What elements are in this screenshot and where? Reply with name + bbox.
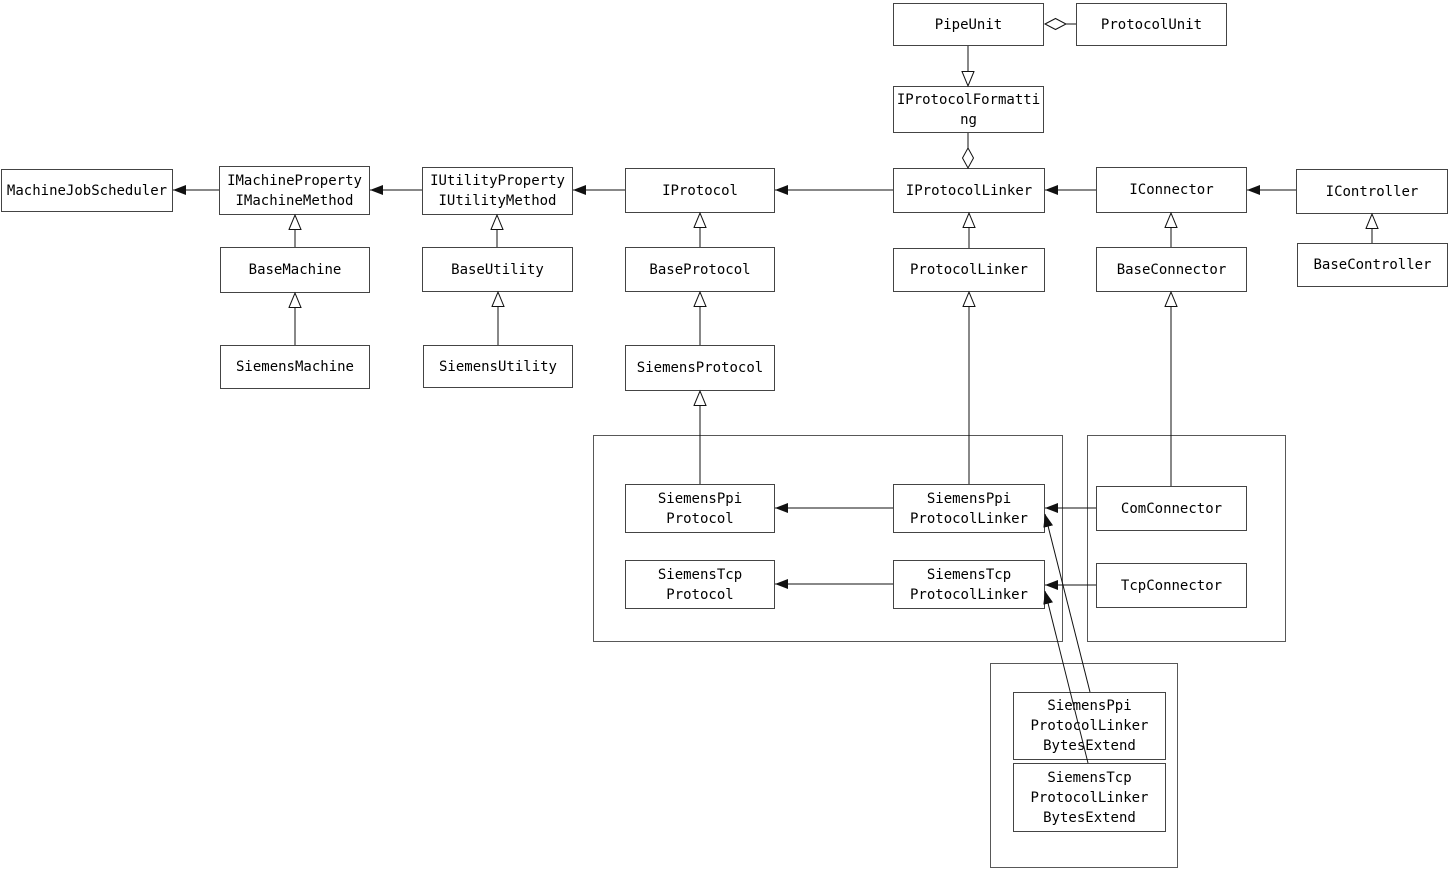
class-box-siemens-tcp-protocol-linker: SiemensTcp ProtocolLinker: [893, 560, 1045, 609]
class-box-com-connector: ComConnector: [1096, 486, 1247, 531]
class-box-base-controller: BaseController: [1297, 243, 1448, 287]
group-connectors: [1087, 435, 1286, 642]
class-box-siemens-ppi-protocol-linker-bytes-extend: SiemensPpi ProtocolLinker BytesExtend: [1013, 692, 1166, 760]
class-box-siemens-utility: SiemensUtility: [423, 345, 573, 388]
class-box-siemens-ppi-protocol: SiemensPpi Protocol: [625, 484, 775, 533]
class-box-siemens-ppi-protocol-linker: SiemensPpi ProtocolLinker: [893, 484, 1045, 533]
class-box-base-utility: BaseUtility: [422, 247, 573, 292]
class-box-protocol-unit: ProtocolUnit: [1076, 3, 1227, 46]
class-box-machine-job-scheduler: MachineJobScheduler: [1, 169, 173, 212]
class-box-iprotocol: IProtocol: [625, 168, 775, 213]
class-box-base-machine: BaseMachine: [220, 247, 370, 293]
class-box-siemens-tcp-protocol-linker-bytes-extend: SiemensTcp ProtocolLinker BytesExtend: [1013, 763, 1166, 832]
class-box-tcp-connector: TcpConnector: [1096, 563, 1247, 608]
class-box-iconnector: IConnector: [1096, 167, 1247, 213]
class-box-siemens-protocol: SiemensProtocol: [625, 345, 775, 391]
class-box-siemens-machine: SiemensMachine: [220, 345, 370, 389]
class-box-protocol-linker: ProtocolLinker: [893, 248, 1045, 292]
class-box-icontroller: IController: [1296, 169, 1448, 214]
group-protocol-and-linker: [593, 435, 1063, 642]
class-box-iprotocol-linker: IProtocolLinker: [893, 168, 1045, 213]
class-box-iutility-property-method: IUtilityProperty IUtilityMethod: [422, 167, 573, 215]
class-box-iprotocol-formatting: IProtocolFormatti ng: [893, 86, 1044, 133]
aggregation-diamond-pipeunit: [1043, 17, 1068, 31]
class-box-siemens-tcp-protocol: SiemensTcp Protocol: [625, 560, 775, 609]
class-box-base-protocol: BaseProtocol: [625, 247, 775, 292]
class-box-pipe-unit: PipeUnit: [893, 3, 1044, 46]
class-box-imachine-property-method: IMachineProperty IMachineMethod: [219, 166, 370, 215]
class-box-base-connector: BaseConnector: [1096, 247, 1247, 292]
aggregation-diamond-iprotocollinker: [961, 146, 975, 170]
